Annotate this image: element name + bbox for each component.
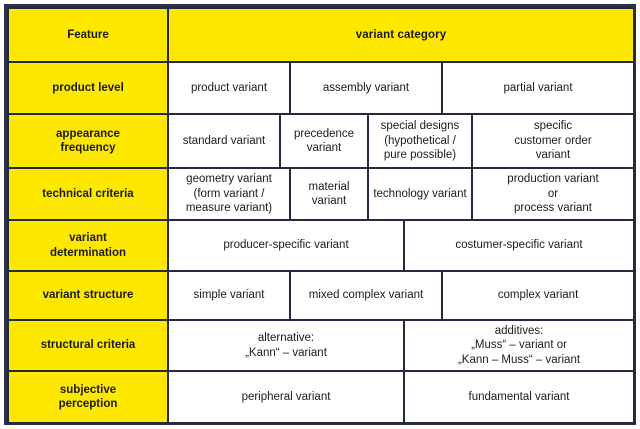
- table-row-variant-determination: variant determination producer-specific …: [7, 219, 636, 272]
- table-row-variant-structure: variant structure simple variant mixed c…: [7, 270, 636, 321]
- cell-simple-variant: simple variant: [167, 270, 291, 321]
- row-label-line-2: frequency: [60, 142, 116, 154]
- cell-product-variant: product variant: [167, 61, 291, 115]
- row-label-technical-criteria: technical criteria: [7, 167, 169, 221]
- row-label-subjective-perception: subjective perception: [7, 370, 169, 424]
- table-row-technical-criteria: technical criteria geometry variant (for…: [7, 167, 636, 221]
- cell-mixed-complex-variant: mixed complex variant: [289, 270, 443, 321]
- cell-line-2: „Muss“ – variant or: [471, 339, 567, 352]
- row-label-appearance-frequency: appearance frequency: [7, 113, 169, 169]
- cell-line-1: additives:: [494, 324, 544, 337]
- cell-material-variant: material variant: [289, 167, 369, 221]
- row-label-line-1: variant: [69, 232, 107, 245]
- cell-line-1: special designs: [380, 120, 460, 133]
- cell-line-3: measure variant): [185, 202, 273, 215]
- cell-fundamental-variant: fundamental variant: [402, 370, 636, 424]
- cell-precedence-variant: precedence variant: [279, 113, 369, 169]
- cell-line-1: alternative:: [257, 332, 315, 345]
- cell-additives-muss-variant: additives: „Muss“ – variant or „Kann – M…: [402, 319, 636, 372]
- row-label-structural-criteria: structural criteria: [7, 319, 169, 372]
- cell-line-2: „Kann“ – variant: [245, 346, 327, 359]
- cell-production-variant: production variant or process variant: [470, 167, 636, 221]
- cell-special-designs: special designs (hypothetical / pure pos…: [367, 113, 473, 169]
- cell-assembly-variant: assembly variant: [289, 61, 443, 115]
- cell-line-3: „Kann – Muss“ – variant: [457, 353, 581, 366]
- cell-standard-variant: standard variant: [167, 113, 281, 169]
- cell-peripheral-variant: peripheral variant: [167, 370, 405, 424]
- table-row-subjective-perception: subjective perception peripheral variant…: [7, 370, 636, 424]
- header-cell-feature: Feature: [7, 7, 169, 63]
- cell-line-1: production variant: [507, 173, 599, 186]
- row-label-line-2: perception: [58, 398, 118, 410]
- table-row-product-level: product level product variant assembly v…: [7, 61, 636, 115]
- cell-line-1: specific: [533, 120, 573, 133]
- cell-partial-variant: partial variant: [440, 61, 636, 115]
- cell-line-2: (form variant /: [193, 187, 265, 200]
- row-label-line-2: determination: [49, 246, 127, 259]
- row-label-line-1: appearance: [56, 127, 120, 140]
- table-row-structural-criteria: structural criteria alternative: „Kann“ …: [7, 319, 636, 372]
- cell-line-3: process variant: [514, 202, 592, 215]
- cell-line-2: or: [547, 187, 559, 200]
- cell-producer-specific-variant: producer-specific variant: [167, 219, 405, 272]
- cell-technology-variant: technology variant: [367, 167, 473, 221]
- cell-geometry-variant: geometry variant (form variant / measure…: [167, 167, 291, 221]
- cell-specific-customer-order-variant: specific customer order variant: [470, 113, 636, 169]
- table-frame: Feature variant category product level p…: [4, 4, 636, 425]
- cell-line-2: (hypothetical /: [384, 134, 456, 147]
- variant-category-table: Feature variant category product level p…: [7, 7, 636, 424]
- cell-line-1: geometry variant: [186, 173, 272, 186]
- cell-alternative-kann-variant: alternative: „Kann“ – variant: [167, 319, 405, 372]
- row-label-variant-structure: variant structure: [7, 270, 169, 321]
- cell-line-3: pure possible): [383, 149, 457, 162]
- row-label-line-1: subjective: [59, 383, 117, 396]
- row-label-product-level: product level: [7, 61, 169, 115]
- cell-line-3: variant: [535, 149, 571, 162]
- cell-line-2: customer order: [514, 134, 592, 147]
- table-header-row: Feature variant category: [7, 7, 636, 63]
- table-row-appearance-frequency: appearance frequency standard variant pr…: [7, 113, 636, 169]
- cell-costumer-specific-variant: costumer-specific variant: [402, 219, 636, 272]
- row-label-variant-determination: variant determination: [7, 219, 169, 272]
- cell-complex-variant: complex variant: [440, 270, 636, 321]
- header-cell-variant-category: variant category: [166, 7, 636, 63]
